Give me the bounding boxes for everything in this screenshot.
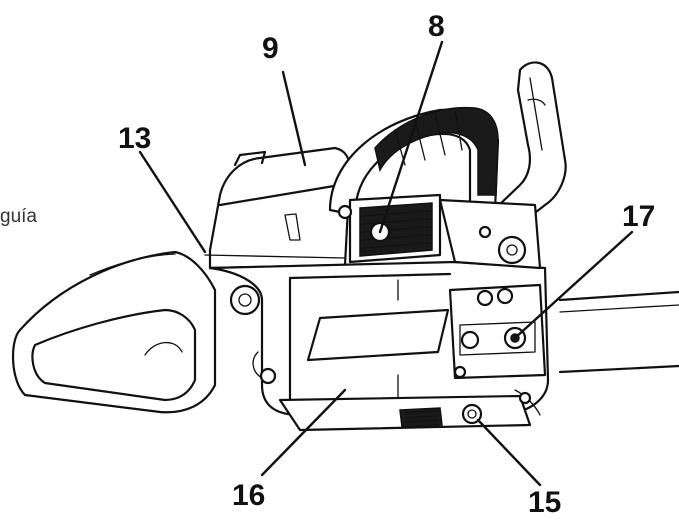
top-cover [204, 146, 352, 270]
chain-brake-lever [476, 61, 567, 242]
rear-handle [11, 250, 217, 414]
side-text-guia: guía [0, 206, 37, 227]
callout-13: 13 [118, 122, 151, 155]
bottom-base [278, 389, 541, 432]
leader-13 [138, 150, 207, 254]
guide-bar [558, 290, 679, 374]
callout-9: 9 [262, 32, 279, 65]
leader-17 [513, 230, 634, 340]
cylinder-fins [348, 193, 442, 264]
leader-8 [378, 40, 444, 234]
callout-15: 15 [528, 486, 561, 519]
leader-9 [281, 70, 307, 167]
callout-16: 16 [232, 479, 265, 512]
callout-17: 17 [622, 200, 655, 233]
main-body [208, 260, 550, 417]
callout-8: 8 [428, 10, 445, 43]
sprocket-cover-top [337, 198, 542, 270]
leader-16 [260, 388, 347, 477]
leader-15 [476, 418, 542, 487]
